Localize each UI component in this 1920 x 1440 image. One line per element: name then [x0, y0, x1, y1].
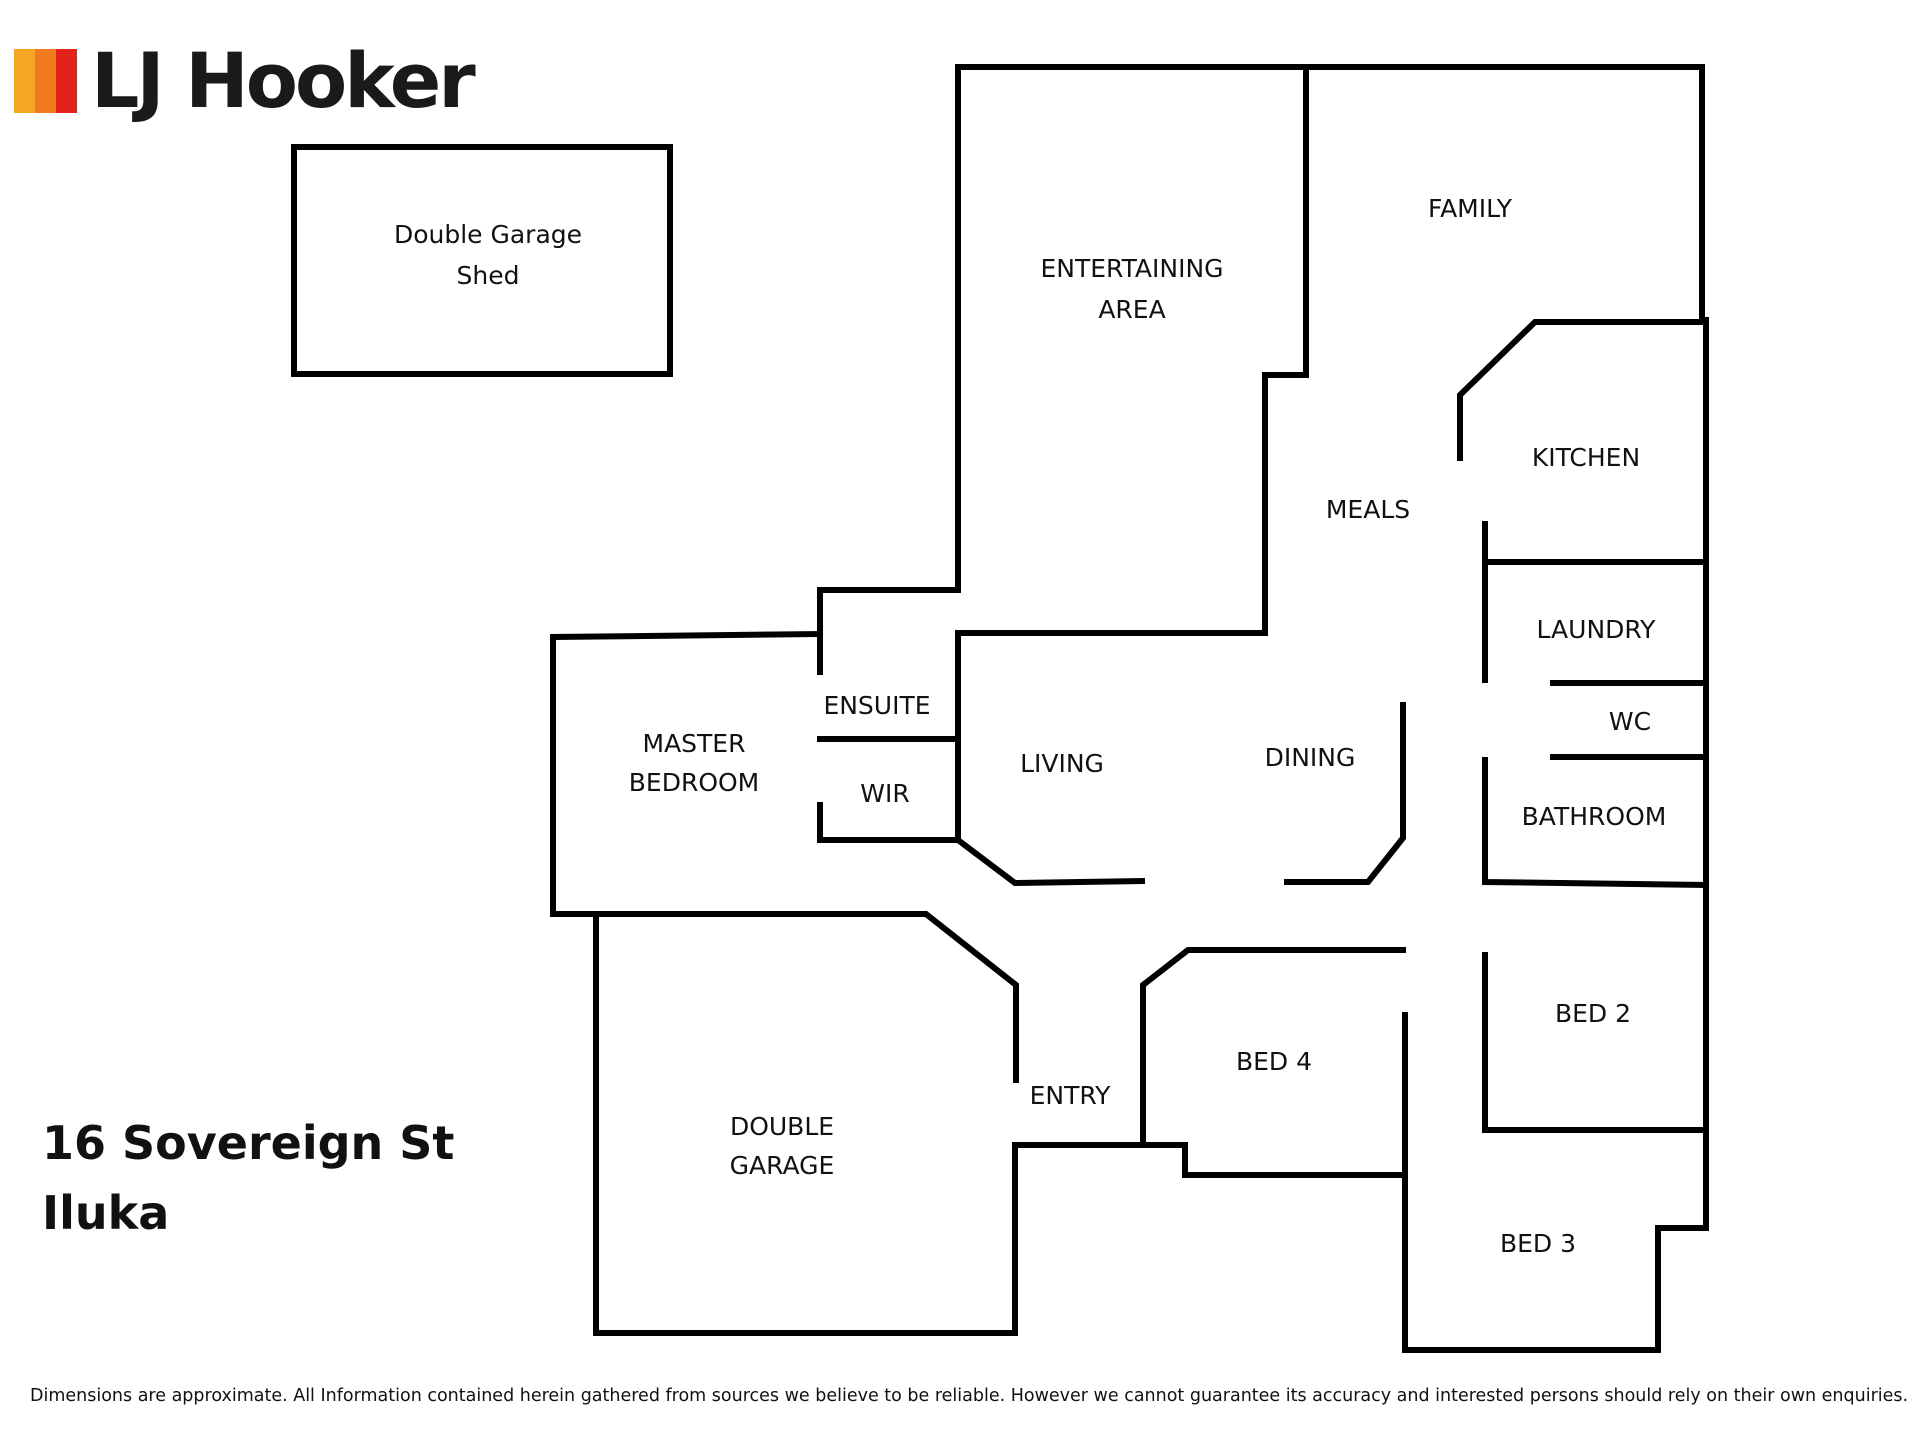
wir-label: WIR: [860, 779, 909, 808]
ensuite-top-wall: [817, 587, 961, 675]
garage-walls: [593, 915, 1018, 1336]
master-label-line2: BEDROOM: [629, 768, 760, 797]
kitchen-angled-wall: [1457, 319, 1709, 461]
ensuite-label: ENSUITE: [823, 691, 930, 720]
kitchen-label: KITCHEN: [1532, 443, 1640, 472]
right-outer-wall: [1402, 317, 1709, 1353]
bed4-label: BED 4: [1236, 1047, 1312, 1076]
entry-label: ENTRY: [1030, 1081, 1112, 1110]
logo-wordmark: LJ Hooker: [91, 36, 476, 125]
disclaimer-text: Dimensions are approximate. All Informat…: [30, 1386, 1909, 1406]
lj-hooker-logo: LJ Hooker: [14, 36, 476, 126]
master-label-line1: MASTER: [643, 729, 746, 758]
dining-walls: [1284, 702, 1406, 885]
laundry-label: LAUNDRY: [1537, 615, 1657, 644]
shed-label-line2: Shed: [457, 261, 520, 290]
entertaining-walls: [957, 64, 1309, 636]
bathroom-walls: [1482, 757, 1710, 889]
entertaining-label-line1: ENTERTAINING: [1040, 254, 1223, 283]
meals-label: MEALS: [1326, 495, 1410, 524]
address-street: 16 Sovereign St: [42, 1116, 455, 1170]
family-label: FAMILY: [1428, 194, 1513, 223]
garage-label-line1: DOUBLE: [730, 1112, 834, 1141]
shed-outline: [291, 144, 673, 377]
wir-bottom-wall: [817, 802, 961, 843]
master-bedroom-walls: [550, 630, 1019, 1083]
bed4-north-wall: [1140, 947, 1406, 1148]
shed-label-line1: Double Garage: [394, 220, 582, 249]
entertaining-label-line2: AREA: [1098, 295, 1165, 324]
living-label: LIVING: [1020, 749, 1104, 778]
dining-label: DINING: [1265, 743, 1356, 772]
property-address: 16 Sovereign St Iluka: [42, 1108, 454, 1248]
bed2-label: BED 2: [1555, 999, 1631, 1028]
garage-label-line2: GARAGE: [730, 1151, 835, 1180]
bathroom-label: BATHROOM: [1522, 802, 1667, 831]
living-walls: [955, 630, 1146, 887]
bed2-walls: [1482, 952, 1709, 1133]
wc-label: WC: [1609, 707, 1651, 736]
entry-bed4-south-wall: [1014, 1142, 1406, 1178]
bed3-label: BED 3: [1500, 1229, 1576, 1258]
top-outer-wall: [955, 64, 1705, 591]
address-suburb: Iluka: [42, 1186, 170, 1240]
logo-mark-icon: [14, 49, 77, 113]
